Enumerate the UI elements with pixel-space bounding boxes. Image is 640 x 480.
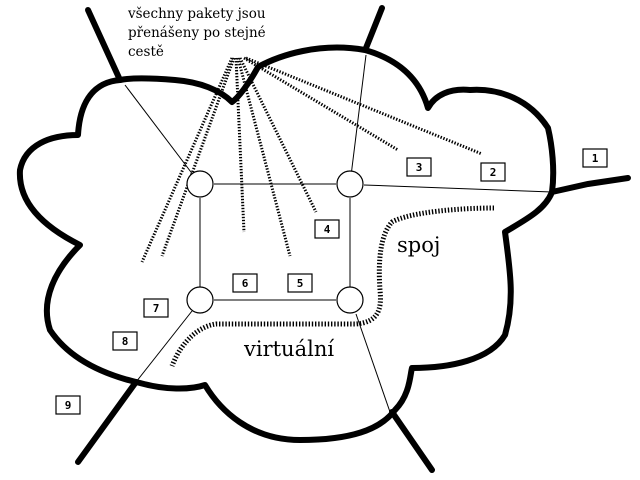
packet-box-number: 9: [65, 399, 72, 412]
packet-box-frame: [480, 162, 506, 182]
caption-line-1: všechny pakety jsou: [127, 6, 266, 22]
packet-box-frame: [287, 273, 313, 293]
packet-box-number: 1: [592, 152, 599, 165]
virtual-circuit-path: [169, 205, 495, 367]
packet-box-4: 4: [314, 219, 340, 239]
caption: všechny pakety jsou přenášeny po stejné …: [127, 6, 266, 60]
packet-box-1: 1: [582, 148, 608, 168]
spoj-label: spoj: [397, 233, 440, 257]
packet-box-frame: [314, 219, 340, 239]
packet-box-number: 3: [416, 161, 423, 174]
packet-box-3: 3: [406, 157, 432, 177]
stub-top-right: [363, 5, 385, 51]
packet-box-frame: [112, 331, 138, 351]
packet-box-9: 9: [55, 395, 81, 415]
link-left-bottom-to-exit: [135, 310, 193, 383]
packet-box-number: 6: [242, 277, 249, 290]
packet-box-frame: [582, 148, 608, 168]
stub-right: [549, 175, 631, 195]
packet-ray: [243, 56, 399, 152]
router-node-top-left: [186, 170, 214, 198]
packet-box-frame: [143, 298, 169, 318]
packet-box-number: 8: [122, 335, 129, 348]
packet-box-frame: [232, 273, 258, 293]
packet-box-8: 8: [112, 331, 138, 351]
packet-box-frame: [55, 395, 81, 415]
stub-bottom-left: [75, 379, 139, 465]
router-node-top-right: [336, 170, 364, 198]
thin-links: [124, 54, 553, 413]
packet-ray: [160, 57, 236, 257]
packet-box-6: 6: [232, 273, 258, 293]
packet-box-number: 4: [324, 223, 331, 236]
link-right-bottom-to-exit: [355, 313, 391, 413]
packet-box-number: 5: [297, 277, 304, 290]
packet-box-number: 7: [153, 302, 160, 315]
packet-box-5: 5: [287, 273, 313, 293]
packet-ray: [245, 56, 483, 156]
packet-ray: [234, 57, 246, 233]
stub-bottom-right: [389, 409, 435, 473]
link-right-top-to-exit: [363, 184, 553, 193]
packet-box-frame: [406, 157, 432, 177]
caption-line-2: přenášeny po stejné: [128, 25, 266, 41]
router-node-bottom-left: [186, 286, 214, 314]
router-node-bottom-right: [336, 286, 364, 314]
packet-ray: [140, 57, 234, 263]
stub-top-left: [85, 7, 123, 83]
caption-line-3: cestě: [128, 44, 164, 60]
packet-rays: [140, 56, 483, 263]
packet-box-2: 2: [480, 162, 506, 182]
packet-box-7: 7: [143, 298, 169, 318]
link-right-top-to-cloud: [349, 54, 367, 185]
packet-ray: [236, 57, 292, 257]
network-cloud: [16, 44, 557, 443]
link-left-top-to-cloud: [124, 84, 201, 185]
virtualni-label: virtuální: [243, 337, 334, 361]
packet-box-number: 2: [490, 166, 497, 179]
